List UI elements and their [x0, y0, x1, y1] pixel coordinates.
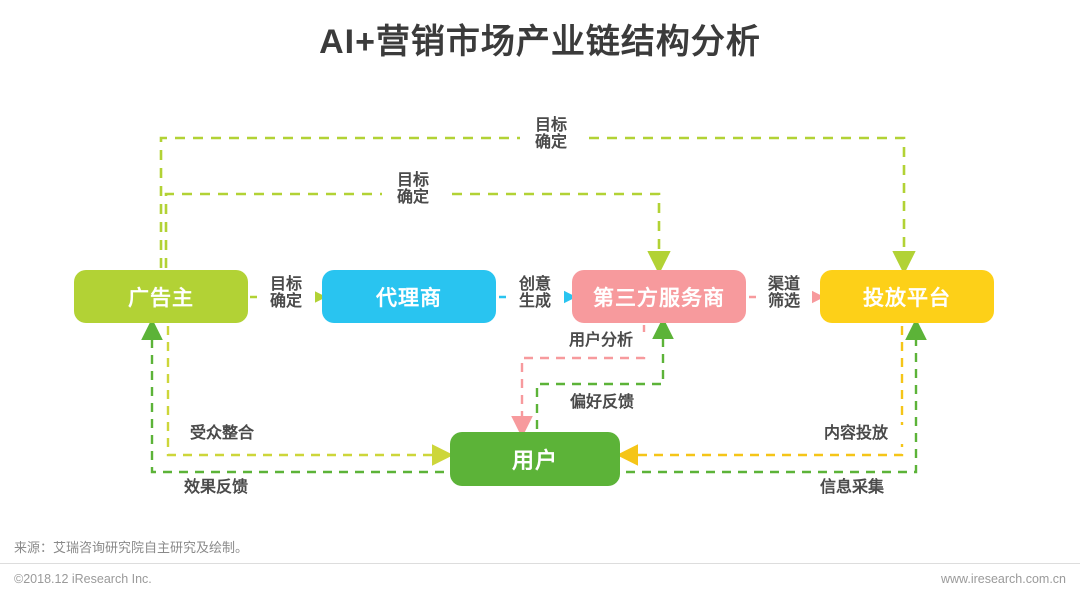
edge-label-channel: 渠道 筛选	[756, 276, 812, 312]
source-note: 来源：艾瑞咨询研究院自主研究及绘制。	[14, 540, 249, 555]
copyright-text: ©2018.12 iResearch Inc.	[14, 572, 152, 586]
edge-label-goal-mid: 目标 确定	[382, 172, 444, 208]
edge-label-preference: 偏好反馈	[552, 394, 652, 413]
page-title: AI+营销市场产业链结构分析	[319, 23, 761, 61]
edge-label-user-analysis: 用户分析	[556, 332, 646, 351]
edge-label-goal-main: 目标 确定	[257, 276, 315, 312]
node-user[interactable]: 用户	[450, 432, 620, 486]
edge-content	[616, 326, 904, 466]
edge-goal-mid	[164, 192, 671, 275]
edge-effect	[141, 318, 620, 474]
edge-info	[450, 318, 927, 474]
edge-label-goal-top: 目标 确定	[520, 117, 582, 153]
edge-goal-top	[159, 136, 916, 275]
edge-label-effect: 效果反馈	[166, 479, 266, 498]
edge-label-audience: 受众整合	[172, 425, 272, 444]
footer-divider	[0, 563, 1080, 564]
edge-label-info: 信息采集	[802, 479, 902, 498]
node-third-party-service[interactable]: 第三方服务商	[572, 270, 746, 323]
node-delivery-platform[interactable]: 投放平台	[820, 270, 994, 323]
edge-label-creative: 创意 生成	[506, 276, 564, 312]
node-agency[interactable]: 代理商	[322, 270, 496, 323]
edge-label-content: 内容投放	[806, 425, 906, 444]
node-advertiser[interactable]: 广告主	[74, 270, 248, 323]
website-url: www.iresearch.com.cn	[940, 572, 1066, 586]
edge-preference	[535, 317, 674, 429]
edge-audience	[166, 326, 454, 466]
